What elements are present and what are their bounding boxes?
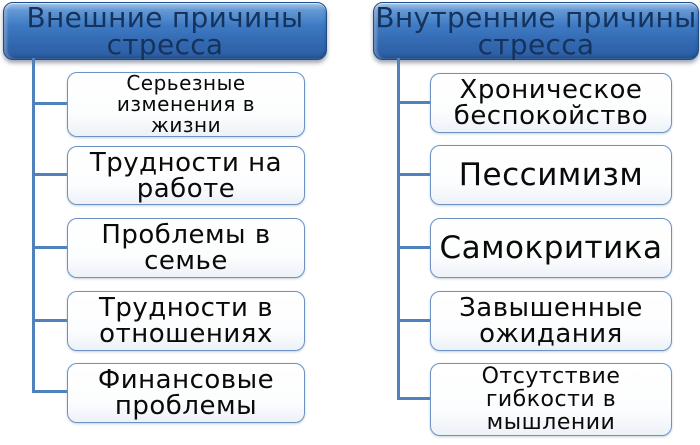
node-pessimism[interactable]: Пессимизм — [430, 145, 672, 205]
connector-stub — [32, 246, 67, 249]
connector-stub — [32, 173, 67, 176]
external-causes-header-shape[interactable]: Внешние причины стресса — [3, 2, 327, 60]
node-financial-problems[interactable]: Финансовые проблемы — [67, 363, 305, 423]
node-family-problems[interactable]: Проблемы в семье — [67, 218, 305, 278]
node-inflated-expectations[interactable]: Завышенные ожидания — [430, 291, 672, 351]
node-work-difficulties[interactable]: Трудности на работе — [67, 146, 305, 205]
connector-stub — [397, 246, 430, 249]
connector-vertical-line — [397, 58, 400, 399]
connector-stub — [32, 319, 67, 322]
internal-causes-header-shape[interactable]: Внутренние причины стресса — [373, 2, 699, 60]
connector-stub — [397, 173, 430, 176]
connector-stub — [397, 319, 430, 322]
node-relationship-difficulties[interactable]: Трудности в отношениях — [67, 291, 305, 351]
node-serious-life-changes[interactable]: Серьезные изменения в жизни — [67, 72, 305, 137]
connector-stub — [397, 101, 430, 104]
node-self-criticism[interactable]: Самокритика — [430, 218, 672, 278]
node-inflexible-thinking[interactable]: Отсутствие гибкости в мышлении — [430, 363, 672, 436]
connector-stub — [32, 390, 67, 393]
connector-stub — [32, 102, 67, 105]
connector-vertical-line — [32, 58, 35, 392]
connector-stub — [397, 397, 430, 400]
node-chronic-anxiety[interactable]: Хроническое беспокойство — [430, 73, 672, 133]
